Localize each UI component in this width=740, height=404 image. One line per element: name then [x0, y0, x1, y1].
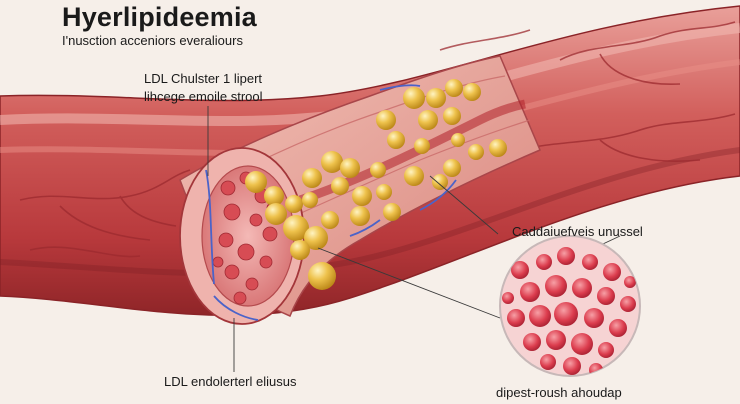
label-ldl-line2: lihcege emoile strool	[144, 89, 263, 104]
inset-blood-cells	[502, 247, 636, 376]
ldl-globules	[245, 79, 507, 290]
label-ldl-line1: LDL Chulster 1 lipert	[144, 71, 263, 86]
label-bottom-left: LDL endolerterl eliusus	[164, 374, 297, 389]
surface-vessels	[19, 21, 736, 258]
page-title: Hyerlipideemia	[62, 2, 257, 32]
label-bottom-right: dipest-roush ahoudap	[496, 385, 622, 400]
label-right-upper: Caddaiuefveis unussel	[512, 224, 643, 239]
page-subtitle: I'nusction acceniors everaliours	[62, 33, 243, 48]
